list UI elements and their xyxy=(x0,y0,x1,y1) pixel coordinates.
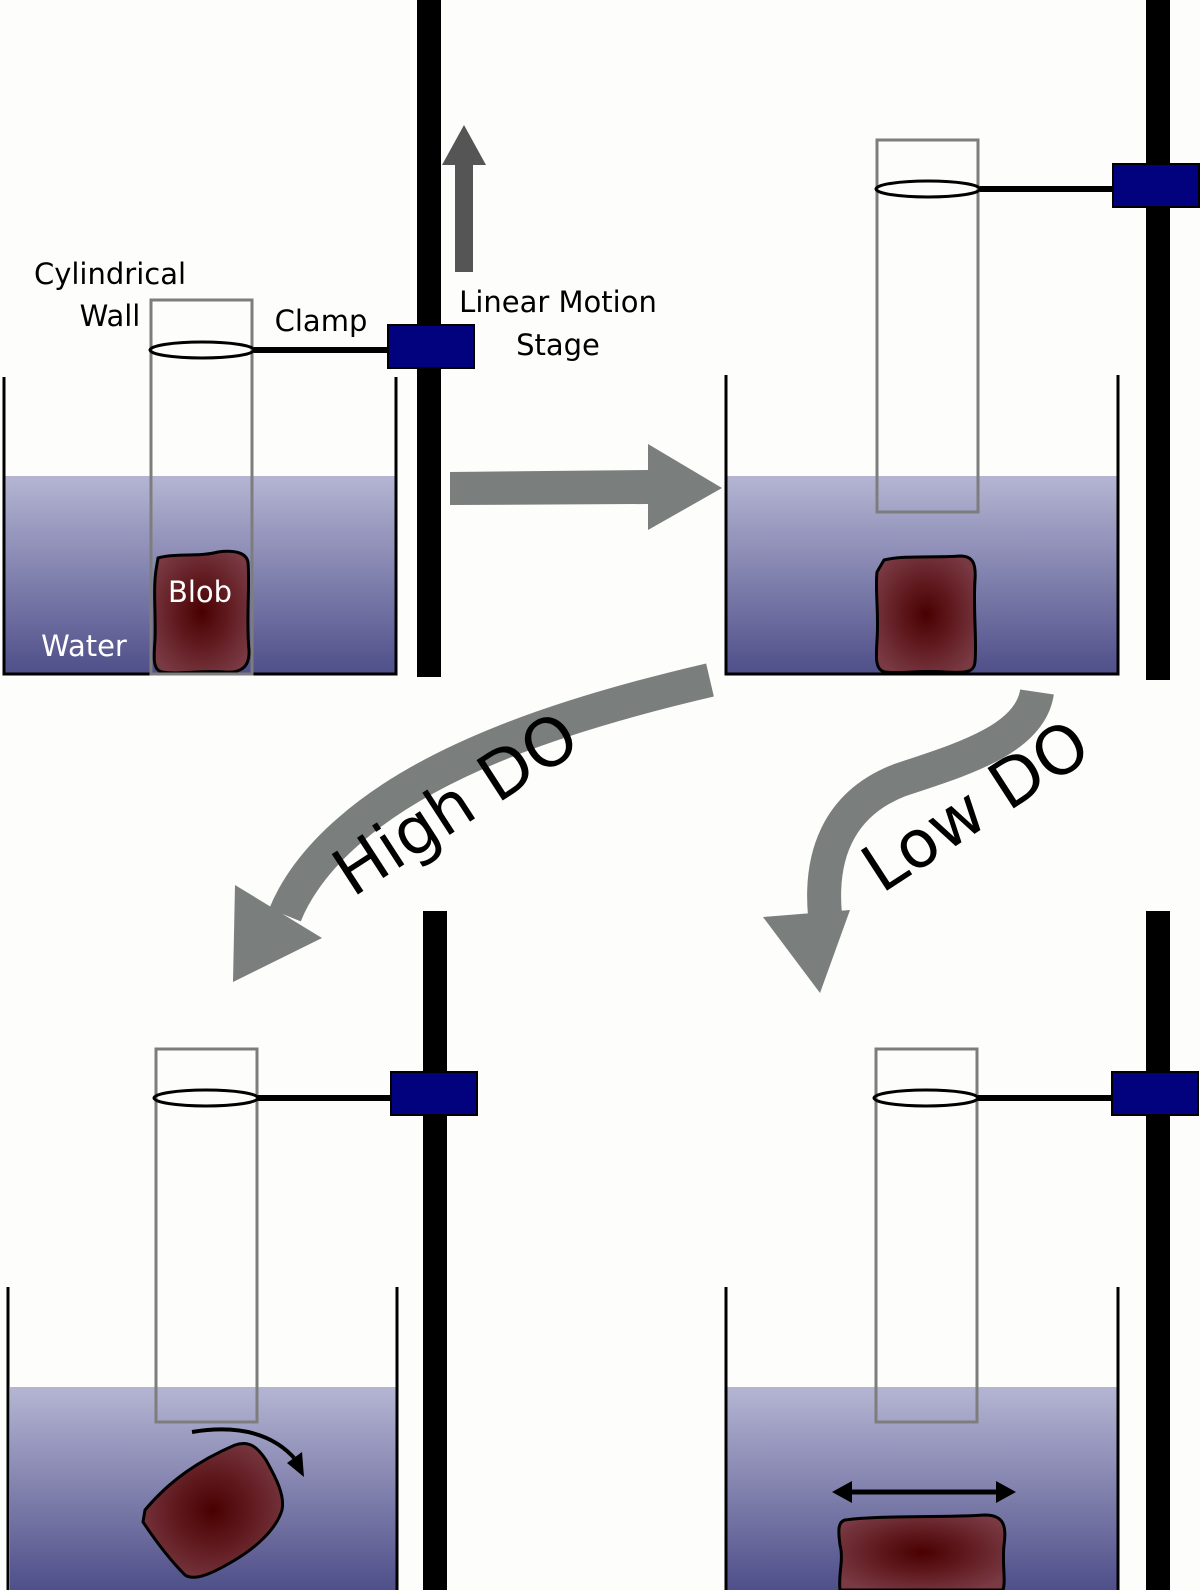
linear-motion-stage-pole xyxy=(1146,0,1170,680)
arrow-right xyxy=(450,444,722,530)
linear-motion-stage-pole xyxy=(1146,911,1170,1590)
clamp-block xyxy=(1111,1071,1199,1116)
water-label: Water xyxy=(41,629,127,663)
panel-lifted xyxy=(724,0,1200,680)
tank xyxy=(724,375,1120,676)
panel-high-do xyxy=(6,911,478,1590)
clamp-label: Clamp xyxy=(275,304,368,338)
arrow-high-do xyxy=(233,663,714,982)
tank xyxy=(6,1287,399,1590)
clamp-block xyxy=(1112,163,1200,208)
blob-label: Blob xyxy=(168,575,232,609)
blob xyxy=(874,554,978,675)
clamp-ring xyxy=(148,340,256,360)
panel-low-do xyxy=(724,911,1199,1590)
blob xyxy=(152,549,251,675)
cylindrical-wall xyxy=(875,138,980,514)
tank xyxy=(724,1287,1120,1590)
stage-label-line2: Stage xyxy=(516,328,600,362)
clamp-ring xyxy=(872,1088,980,1108)
double-headed-arrow xyxy=(832,1481,1016,1503)
arrow-low-do xyxy=(763,688,1054,993)
cylindrical-wall xyxy=(874,1047,979,1424)
clamp-ring xyxy=(874,179,982,199)
clamp-ring xyxy=(152,1088,260,1108)
cylindrical-wall-label-line2: Wall xyxy=(80,299,141,333)
panel-initial xyxy=(2,0,486,677)
cylindrical-wall xyxy=(149,298,254,676)
blob xyxy=(141,1442,285,1579)
blob xyxy=(837,1513,1007,1590)
clamp-block xyxy=(387,324,475,369)
cylindrical-wall-label-line1: Cylindrical xyxy=(34,257,186,291)
up-arrow xyxy=(442,125,486,272)
rotation-arrow xyxy=(191,1427,304,1477)
clamp-block xyxy=(390,1071,478,1116)
cylindrical-wall xyxy=(154,1047,259,1424)
linear-motion-stage-pole xyxy=(423,911,447,1590)
stage-label-line1: Linear Motion xyxy=(459,285,657,319)
